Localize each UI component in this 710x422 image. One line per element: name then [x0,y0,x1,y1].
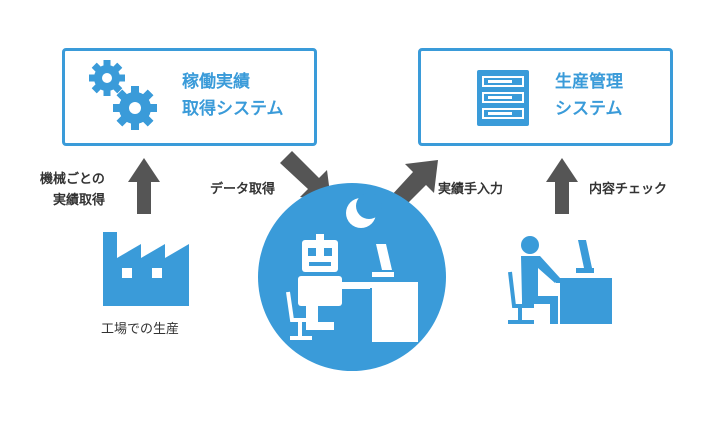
human-worker-icon [508,236,612,324]
production-management-system-box [418,48,673,146]
machine-acquisition-label-line2: 実績取得 [53,193,106,208]
up-arrow-left-icon [128,158,160,214]
factory-production-label: 工場での生産 [101,322,180,337]
acquisition-system-title-line2: 取得システム [182,99,284,119]
diagonal-arrow-up-icon [390,160,438,209]
chair-icon [286,291,318,340]
production-system-title-line1: 生産管理 [555,72,623,92]
machine-acquisition-label-line1: 機械ごとの [40,172,105,187]
moon-icon [346,193,382,228]
content-check-label: 内容チェック [589,182,668,197]
robot-worker-circle [258,183,446,371]
diagonal-arrow-down-icon [280,151,331,201]
production-system-title-line2: システム [555,99,623,119]
up-arrow-right-icon [546,158,578,214]
actual-input-label: 実績手入力 [438,182,504,197]
data-acquisition-label: データ取得 [210,182,276,197]
factory-icon [103,232,189,306]
acquisition-system-title-line1: 稼働実績 [182,72,250,92]
desk-monitor-icon [352,244,418,342]
gears-icon [89,60,157,130]
